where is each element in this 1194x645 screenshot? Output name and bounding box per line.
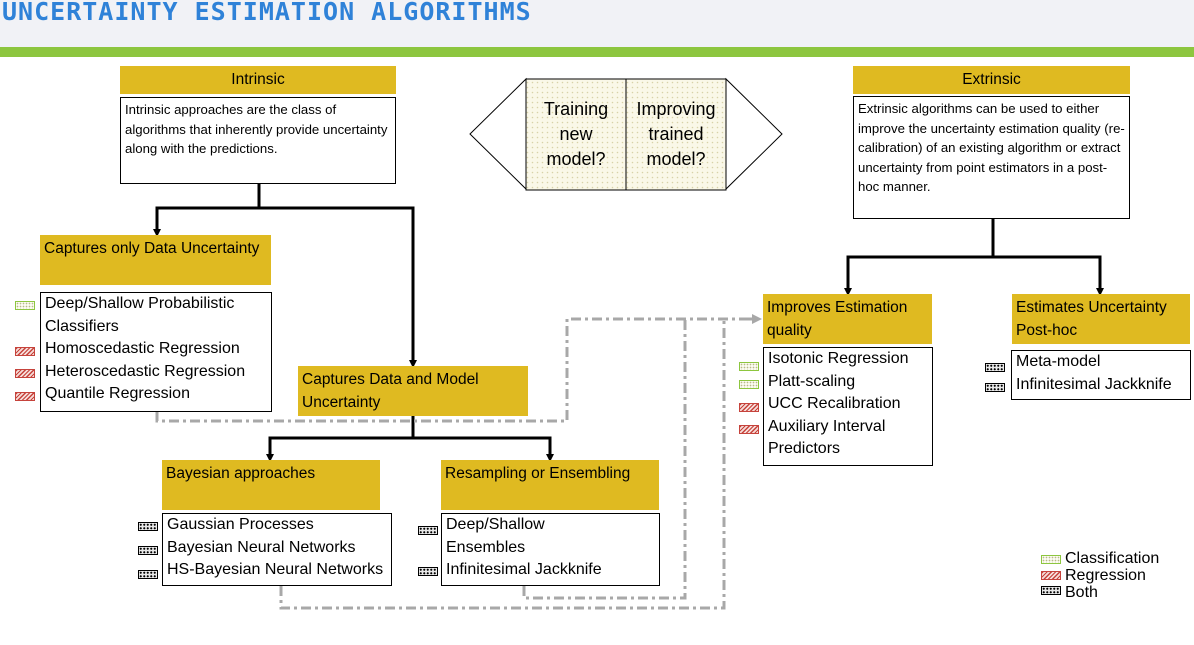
regression-swatch <box>15 392 35 401</box>
data-uncertainty-label: Captures only Data Uncertainty <box>44 240 260 257</box>
resampling-header: Resampling or Ensembling <box>441 460 659 510</box>
regression-swatch <box>739 403 759 412</box>
question-right-panel <box>625 78 727 191</box>
list-item: HS-Bayesian Neural Networks <box>167 561 384 578</box>
posthoc-list: Meta-model Infinitesimal Jackknife <box>1011 350 1191 400</box>
data-model-uncertainty-header: Captures Data and Model Uncertainty <box>298 366 528 416</box>
legend-regression-swatch <box>1041 571 1061 580</box>
list-item: Homoscedastic Regression <box>45 340 240 357</box>
both-swatch <box>138 570 158 579</box>
classification-swatch <box>739 380 759 389</box>
dashed-link-data-only <box>155 317 745 423</box>
extrinsic-connector <box>846 219 1102 282</box>
question-training-new-model: Training new model? <box>543 99 609 169</box>
legend-both-label: Both <box>1065 584 1098 601</box>
list-item: Deep/Shallow Probabilistic Classifiers <box>45 295 235 335</box>
header-band: UNCERTAINTY ESTIMATION ALGORITHMS <box>0 0 1194 47</box>
list-item: Meta-model <box>1016 353 1101 370</box>
list-item: Quantile Regression <box>45 385 190 402</box>
improves-list: Isotonic Regression Platt-scaling UCC Re… <box>763 347 933 466</box>
list-item: Infinitesimal Jackknife <box>446 561 602 578</box>
improves-header: Improves Estimation quality <box>763 294 932 344</box>
list-item: Platt-scaling <box>768 372 856 390</box>
question-improving-trained-model: Improving trained model? <box>636 99 716 169</box>
intrinsic-header: Intrinsic <box>120 66 396 94</box>
dashed-link-bayesian <box>279 319 726 610</box>
legend-classification-label: Classification <box>1065 550 1160 567</box>
list-item: Heteroscedastic Regression <box>45 362 246 380</box>
resampling-label: Resampling or Ensembling <box>445 465 631 482</box>
dashed-link-resampling <box>522 319 687 600</box>
list-item: Infinitesimal Jackknife <box>1016 375 1172 393</box>
extrinsic-label: Extrinsic <box>962 71 1021 88</box>
resampling-list: Deep/Shallow Ensembles Infinitesimal Jac… <box>441 513 660 586</box>
legend-regression-label: Regression <box>1065 567 1146 584</box>
regression-swatch <box>739 425 759 434</box>
list-item: Deep/Shallow Ensembles <box>446 516 545 556</box>
legend-classification-swatch <box>1041 555 1061 564</box>
both-swatch <box>138 522 158 531</box>
list-item: Gaussian Processes <box>167 516 314 533</box>
intrinsic-description: Intrinsic approaches are the class of al… <box>120 97 396 184</box>
regression-swatch <box>15 369 35 378</box>
extrinsic-description: Extrinsic algorithms can be used to eith… <box>853 96 1130 219</box>
data-model-uncertainty-label: Captures Data and Model Uncertainty <box>302 371 479 411</box>
classification-swatch <box>15 301 35 310</box>
bayesian-label: Bayesian approaches <box>166 465 316 482</box>
page-title: UNCERTAINTY ESTIMATION ALGORITHMS <box>2 0 532 26</box>
both-swatch <box>138 546 158 555</box>
intrinsic-label: Intrinsic <box>231 71 285 88</box>
both-swatch <box>418 526 438 535</box>
list-item: Auxiliary Interval Predictors <box>768 417 886 458</box>
posthoc-header: Estimates Uncertainty Post-hoc <box>1012 294 1190 344</box>
data-uncertainty-list: Deep/Shallow Probabilistic Classifiers H… <box>40 292 272 412</box>
classification-swatch <box>739 362 759 371</box>
both-swatch <box>985 363 1005 372</box>
posthoc-label: Estimates Uncertainty Post-hoc <box>1016 299 1167 339</box>
data-uncertainty-header: Captures only Data Uncertainty <box>40 235 271 285</box>
both-swatch <box>985 383 1005 392</box>
both-swatch <box>418 567 438 576</box>
list-item: UCC Recalibration <box>768 395 901 412</box>
list-item: Bayesian Neural Networks <box>167 538 356 556</box>
regression-swatch <box>15 347 35 356</box>
list-item: Isotonic Regression <box>768 350 909 367</box>
improves-label: Improves Estimation quality <box>767 299 908 339</box>
bayesian-list: Gaussian Processes Bayesian Neural Netwo… <box>162 513 392 586</box>
extrinsic-header: Extrinsic <box>853 66 1130 94</box>
accent-bar <box>0 47 1194 57</box>
bayesian-header: Bayesian approaches <box>162 460 380 510</box>
legend-both-swatch <box>1041 586 1061 595</box>
question-left-panel <box>525 78 627 191</box>
